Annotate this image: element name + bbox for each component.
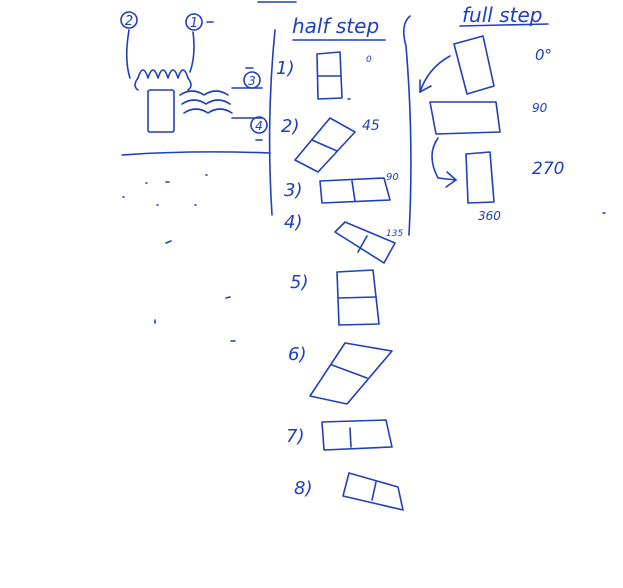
rotor-position bbox=[319, 177, 391, 204]
rotor-divider bbox=[371, 481, 377, 501]
coil-winding bbox=[181, 99, 231, 105]
rotor-divider bbox=[311, 139, 338, 152]
rotor-position bbox=[429, 101, 501, 135]
step-label: 3) bbox=[284, 180, 302, 201]
arrow-head bbox=[445, 171, 457, 188]
stepper-motor-sketch bbox=[120, 1, 297, 156]
step-label: 7) bbox=[286, 426, 304, 447]
coil-lead bbox=[125, 29, 131, 79]
rotor-position bbox=[453, 35, 495, 95]
terminal-label: 4 bbox=[255, 119, 263, 133]
coil-lead bbox=[189, 31, 195, 73]
rotor-divider bbox=[351, 180, 356, 202]
terminal-label: 1 bbox=[190, 16, 198, 31]
angle-label: 135 bbox=[386, 229, 403, 239]
rotor-position bbox=[465, 151, 495, 204]
arrow bbox=[431, 137, 457, 181]
rotor bbox=[147, 89, 175, 133]
half-step-heading: half step bbox=[292, 14, 379, 38]
arrow bbox=[419, 55, 451, 93]
half-step-rotor-sketches bbox=[294, 51, 404, 511]
angle-label: 360 bbox=[478, 209, 501, 223]
rotor-position bbox=[342, 472, 404, 511]
stroke-mark bbox=[121, 151, 271, 156]
terminal-circle bbox=[250, 116, 268, 134]
terminal-label: 3 bbox=[248, 74, 256, 88]
full-step-heading: full step bbox=[462, 3, 542, 27]
rotor-position bbox=[316, 51, 343, 100]
angle-label: 0° bbox=[535, 46, 552, 64]
full-step-rotor-sketches bbox=[429, 35, 501, 204]
column-divider bbox=[402, 15, 412, 236]
rotor-divider bbox=[331, 364, 368, 379]
coil-winding bbox=[179, 90, 229, 96]
rotor-position bbox=[309, 342, 393, 405]
terminal-circle bbox=[120, 11, 138, 29]
rotor-position bbox=[321, 419, 393, 451]
coil-winding bbox=[137, 69, 189, 79]
stray-dots bbox=[122, 174, 606, 342]
step-label: 2) bbox=[281, 116, 299, 137]
angle-label: 270 bbox=[532, 159, 564, 179]
step-label: 6) bbox=[288, 344, 306, 365]
rotor-divider bbox=[349, 427, 352, 448]
angle-label: 90 bbox=[386, 172, 399, 183]
coil-winding bbox=[183, 108, 233, 114]
transition-arrows bbox=[419, 55, 457, 188]
stroke-mark bbox=[206, 21, 263, 141]
column-divider bbox=[268, 29, 276, 216]
terminal-circle bbox=[185, 13, 203, 31]
step-label: 8) bbox=[294, 478, 312, 499]
rotor-position bbox=[334, 221, 396, 264]
terminal-circle bbox=[243, 71, 261, 89]
heading-underline bbox=[459, 23, 549, 27]
angle-label: 90 bbox=[532, 101, 548, 115]
rotor-divider bbox=[357, 235, 368, 253]
angle-label: 0 bbox=[366, 55, 372, 65]
rotor-position bbox=[294, 117, 356, 173]
terminal-label: 2 bbox=[125, 14, 133, 29]
angle-label: 45 bbox=[362, 118, 380, 134]
rotor-position bbox=[336, 269, 380, 326]
coil-lead bbox=[231, 87, 263, 119]
coil-winding bbox=[134, 77, 192, 91]
rotor-divider bbox=[338, 296, 377, 299]
step-label: 4) bbox=[284, 212, 302, 233]
arrow-head bbox=[419, 79, 432, 93]
step-label: 5) bbox=[290, 272, 308, 293]
step-label: 1) bbox=[276, 58, 294, 79]
